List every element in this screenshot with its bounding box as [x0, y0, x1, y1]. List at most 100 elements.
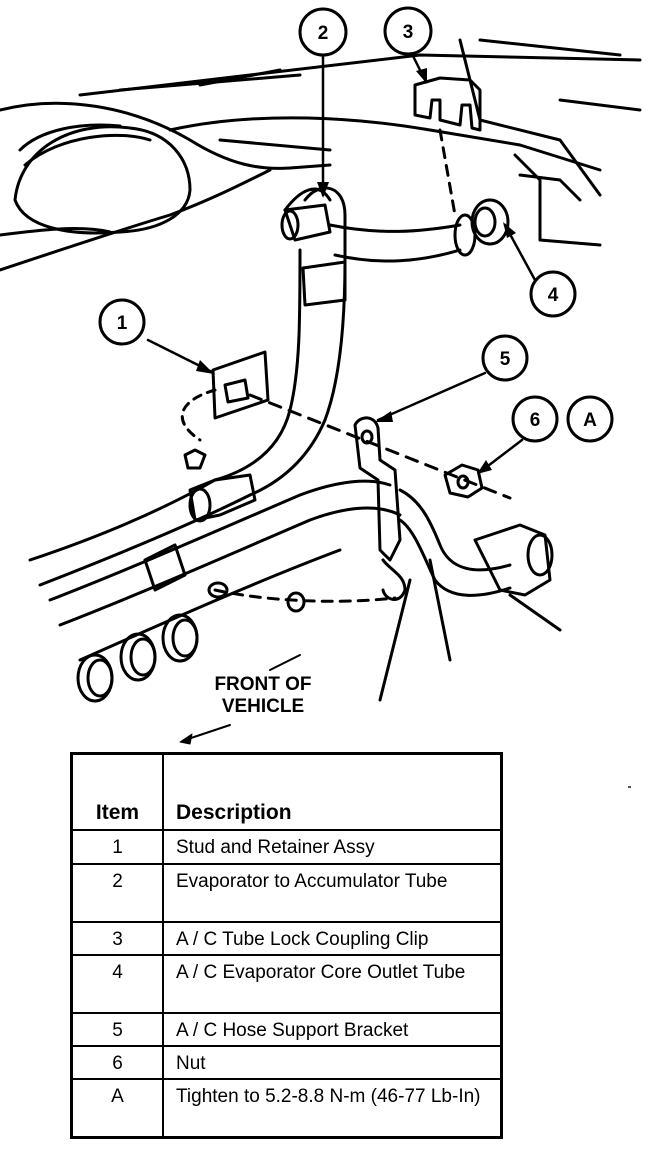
table-row: 2 Evaporator to Accumulator Tube — [70, 863, 503, 923]
stray-mark — [628, 786, 631, 788]
description-cell: Evaporator to Accumulator Tube — [162, 863, 503, 923]
right-tube-upper — [398, 488, 512, 572]
leader-4-arrowhead — [503, 222, 516, 238]
lower-clip-b — [286, 591, 306, 613]
table-row: 1 Stud and Retainer Assy — [70, 829, 503, 865]
body-panel-outline — [13, 125, 192, 235]
lock-clip — [413, 76, 482, 132]
lower-sleeve — [143, 543, 187, 592]
body-panel-inner — [18, 123, 152, 167]
front-label-line-1: FRONT OF — [214, 674, 311, 695]
lock-clip-dash — [438, 128, 457, 217]
callout-circle-2 — [298, 7, 348, 57]
right-lines — [378, 558, 562, 702]
firewall-line-1 — [78, 53, 642, 97]
lower-hose-3 — [48, 479, 392, 602]
front-arrow-head — [179, 733, 193, 745]
legend-table: Item Description 1 Stud and Retainer Ass… — [70, 752, 503, 1139]
callout-5: 5 — [500, 349, 511, 370]
nut-hole — [456, 474, 470, 490]
description-cell: Nut — [162, 1045, 503, 1080]
table-row: 3 A / C Tube Lock Coupling Clip — [70, 921, 503, 956]
front-arrow-top — [269, 654, 301, 671]
description-cell: A / C Evaporator Core Outlet Tube — [162, 954, 503, 1014]
header-item: Item — [70, 752, 164, 831]
leader-2-arrowhead — [317, 182, 329, 198]
callout-2: 2 — [318, 23, 329, 44]
lower-clip-a — [207, 581, 229, 599]
accumulator-tube-bend-2 — [283, 187, 332, 212]
leader-6-arrowhead — [477, 460, 492, 474]
retainer-hole — [183, 448, 207, 470]
table-row: A Tighten to 5.2-8.8 N-m (46-77 Lb-In) — [70, 1078, 503, 1138]
hose-fitting — [301, 260, 347, 307]
firewall-line-4 — [198, 68, 332, 152]
item-cell: 5 — [70, 1012, 164, 1047]
item-cell: 2 — [70, 863, 164, 923]
firewall-bracket — [458, 38, 602, 247]
leader-1-arrowhead — [196, 360, 214, 374]
body-panel-lower — [0, 168, 272, 272]
item-cell: A — [70, 1078, 164, 1138]
firewall-edge — [478, 38, 642, 112]
callout-A: A — [583, 410, 597, 431]
callout-circle-A — [566, 395, 614, 443]
lower-line-5 — [78, 548, 342, 662]
right-tube-lower — [398, 518, 512, 597]
table-row: 5 A / C Hose Support Bracket — [70, 1012, 503, 1047]
tube-stub — [283, 203, 332, 242]
callout-circle-1 — [98, 298, 146, 346]
callout-circle-3 — [383, 6, 433, 56]
item-cell: 1 — [70, 829, 164, 865]
description-cell: A / C Hose Support Bracket — [162, 1012, 503, 1047]
description-cell: Stud and Retainer Assy — [162, 829, 503, 865]
front-label-line-2: VEHICLE — [222, 696, 304, 717]
description-cell: A / C Tube Lock Coupling Clip — [162, 921, 503, 956]
leader-5-arrowhead — [375, 411, 393, 422]
support-bracket — [353, 416, 402, 562]
leader-5 — [376, 371, 487, 422]
outlet-tube-lower — [333, 248, 462, 263]
lower-dash — [213, 588, 397, 603]
tube-stub-end — [280, 209, 300, 241]
body-panel-contour — [0, 101, 332, 170]
ac-tube-illustration: 1 2 3 4 5 6 A FRONT OF VEHICLE — [0, 6, 642, 745]
item-cell: 3 — [70, 921, 164, 956]
hole-1-inner — [86, 658, 114, 698]
main-hose-right — [248, 258, 347, 497]
right-clip-end — [526, 533, 554, 577]
firewall-step — [518, 173, 582, 202]
lower-hose-4 — [58, 506, 402, 627]
callout-circle-5 — [481, 334, 529, 382]
stud-lead-dash — [180, 388, 217, 442]
hose-sleeve-end — [188, 487, 212, 523]
callout-3: 3 — [403, 22, 414, 43]
callout-1: 1 — [117, 313, 128, 334]
description-cell: Tighten to 5.2-8.8 N-m (46-77 Lb-In) — [162, 1078, 503, 1138]
stud-thread — [223, 378, 250, 404]
firewall-grommet — [470, 198, 510, 246]
lower-hose-2 — [38, 493, 252, 587]
callout-6: 6 — [530, 410, 541, 431]
table-row: 4 A / C Evaporator Core Outlet Tube — [70, 954, 503, 1014]
hole-2-inner — [129, 637, 157, 677]
callout-circle-6 — [511, 395, 559, 443]
nut — [443, 463, 484, 499]
header-description: Description — [162, 752, 503, 831]
outlet-tube-upper — [328, 223, 462, 233]
legend-header-row: Item Description — [70, 752, 503, 831]
front-arrow-bottom — [184, 724, 231, 741]
bracket-hole — [360, 429, 374, 445]
hole-3-inner — [171, 618, 199, 658]
lower-hose-1 — [28, 478, 217, 562]
leader-3-arrowhead — [416, 68, 427, 84]
table-row: 6 Nut — [70, 1045, 503, 1080]
firewall-grommet-inner — [473, 206, 497, 238]
item-cell: 4 — [70, 954, 164, 1014]
stud-retainer — [211, 350, 270, 420]
body-panel-edge — [0, 227, 112, 237]
accumulator-tube-bend — [303, 186, 347, 262]
bracket-clamp — [381, 558, 407, 601]
callout-circle-4 — [529, 270, 577, 318]
